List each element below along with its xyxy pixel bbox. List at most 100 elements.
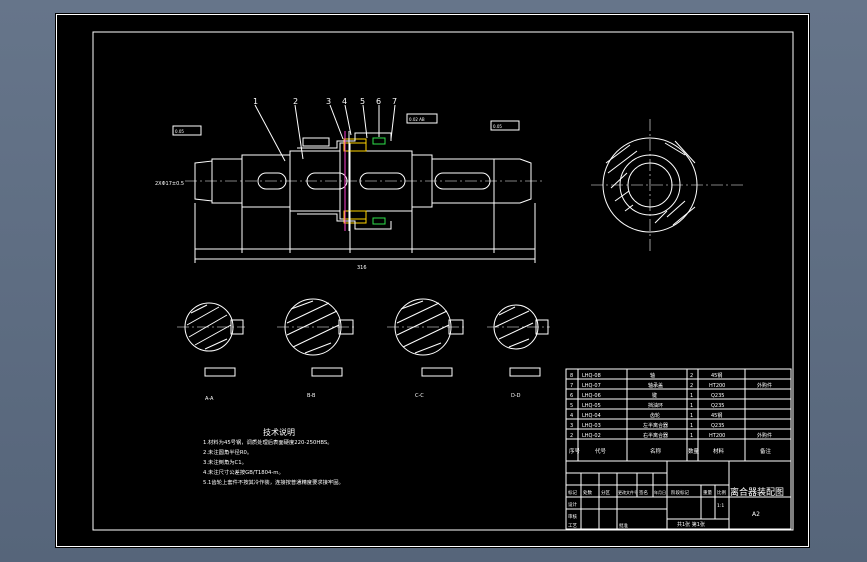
svg-text:1: 1 [253,97,258,106]
svg-text:1: 1 [690,403,693,409]
svg-text:LHQ-06: LHQ-06 [582,393,601,399]
svg-text:6: 6 [376,97,381,106]
svg-text:签名: 签名 [639,489,648,496]
svg-text:Q235: Q235 [711,403,724,409]
table-row: 8 LHQ-08 轴 2 45钢 [570,372,722,379]
shaft-main-view [172,104,545,263]
svg-text:外购件: 外购件 [757,432,772,439]
svg-text:5: 5 [360,97,365,106]
svg-text:2: 2 [293,97,298,106]
dim-top-left: 2XΦ17±0.5 [155,181,184,187]
svg-text:LHQ-07: LHQ-07 [582,383,601,389]
svg-text:1: 1 [690,393,693,399]
bom-table [565,368,792,462]
svg-text:代号: 代号 [595,447,607,455]
table-row: 3 LHQ-03 左半离合器 1 Q235 [570,422,724,429]
svg-text:轴承盖: 轴承盖 [648,382,663,389]
sheet-count: 共1张 第1张 [677,521,705,528]
svg-text:3: 3 [570,423,573,429]
svg-text:7: 7 [392,97,397,106]
svg-text:键: 键 [652,392,657,399]
svg-text:C-C: C-C [415,393,424,399]
tol-2: 0.02 AB [409,117,425,122]
svg-text:标记: 标记 [568,489,577,496]
sheet-size: A2 [752,511,760,518]
svg-text:6: 6 [570,393,573,399]
svg-text:序号: 序号 [569,447,581,455]
scale-value: 1:1 [717,503,724,509]
svg-text:1: 1 [690,433,693,439]
svg-text:右半离合器: 右半离合器 [643,432,668,439]
svg-text:批准: 批准 [619,522,628,529]
svg-text:更改文件号: 更改文件号 [618,489,638,495]
outer-border [56,14,809,547]
svg-text:外购件: 外购件 [757,382,772,389]
tol-3: 0.05 [493,124,502,129]
tech-notes-heading: 技术说明 [263,427,295,437]
svg-text:LHQ-08: LHQ-08 [582,373,601,379]
svg-text:3.未注倒角为C1。: 3.未注倒角为C1。 [203,458,247,466]
svg-text:2: 2 [690,383,693,389]
svg-text:8: 8 [570,373,573,379]
drawing-canvas: 1 2 3 4 5 6 7 2XΦ17±0.5 316 0.05 0.02 AB… [56,14,809,547]
svg-text:阶段标记: 阶段标记 [671,489,689,496]
technical-notes: 技术说明 1.材料为45号钢，调质处理后表面硬度220-250HBS。 2.未注… [203,427,344,486]
svg-text:年月日: 年月日 [654,489,666,495]
drawing-sheet: 1 2 3 4 5 6 7 2XΦ17±0.5 316 0.05 0.02 AB… [55,13,810,548]
svg-text:5.1齿轮上套件不按其冷作装，连接按普通精度要求接牢固。: 5.1齿轮上套件不按其冷作装，连接按普通精度要求接牢固。 [203,478,344,486]
title-block [565,460,792,530]
svg-text:LHQ-04: LHQ-04 [582,413,601,419]
svg-text:工艺: 工艺 [568,523,577,529]
section-views [177,298,550,377]
overall-length: 316 [357,265,367,271]
svg-text:B-B: B-B [307,393,316,399]
svg-text:HT200: HT200 [709,433,725,439]
svg-text:4: 4 [342,97,347,106]
svg-text:Q235: Q235 [711,423,724,429]
inner-border [92,31,794,531]
svg-text:LHQ-03: LHQ-03 [582,423,601,429]
svg-text:Q235: Q235 [711,393,724,399]
svg-text:D-D: D-D [511,393,521,399]
title-block-labels: 标记 处数 分区 更改文件号 签名 年月日 设计 审核 工艺 批准 阶段标记 重… [568,486,784,529]
svg-text:1.材料为45号钢，调质处理后表面硬度220-250HBS。: 1.材料为45号钢，调质处理后表面硬度220-250HBS。 [203,438,333,446]
svg-text:7: 7 [570,383,573,389]
svg-text:重量: 重量 [703,489,712,496]
tol-1: 0.05 [175,129,184,134]
svg-text:1: 1 [690,413,693,419]
svg-text:审核: 审核 [568,513,577,520]
svg-text:2: 2 [690,373,693,379]
section-labels: A-A B-B C-C D-D [205,393,521,402]
svg-text:左半离合器: 左半离合器 [643,422,668,429]
svg-text:材料: 材料 [713,447,725,455]
svg-text:4: 4 [570,413,573,419]
svg-text:2.未注圆角半径R0。: 2.未注圆角半径R0。 [203,448,252,456]
svg-text:处数: 处数 [583,489,592,496]
svg-text:分区: 分区 [601,489,610,496]
svg-text:45钢: 45钢 [711,412,722,419]
svg-text:A-A: A-A [205,396,214,402]
svg-text:设计: 设计 [568,501,577,508]
svg-text:4.未注尺寸公差按GB/T1804-m。: 4.未注尺寸公差按GB/T1804-m。 [203,468,284,476]
svg-text:比例: 比例 [717,489,726,496]
end-section-view [591,119,745,251]
table-row: 2 LHQ-02 右半离合器 1 HT200 外购件 [570,432,772,439]
svg-text:1: 1 [690,423,693,429]
drawing-title: 离合器装配图 [730,486,784,498]
svg-text:备注: 备注 [760,447,772,455]
bom-header-row: 序号代号名称数量材料备注 [569,447,772,455]
svg-text:LHQ-02: LHQ-02 [582,433,601,439]
svg-text:3: 3 [326,97,331,106]
svg-text:45钢: 45钢 [711,372,722,379]
svg-text:5: 5 [570,403,573,409]
svg-text:轴: 轴 [650,372,655,379]
table-row: 6 LHQ-06 键 1 Q235 [570,392,724,399]
svg-text:数量: 数量 [688,447,700,455]
svg-text:2: 2 [570,433,573,439]
svg-text:齿轮: 齿轮 [650,412,660,419]
svg-text:LHQ-05: LHQ-05 [582,403,601,409]
